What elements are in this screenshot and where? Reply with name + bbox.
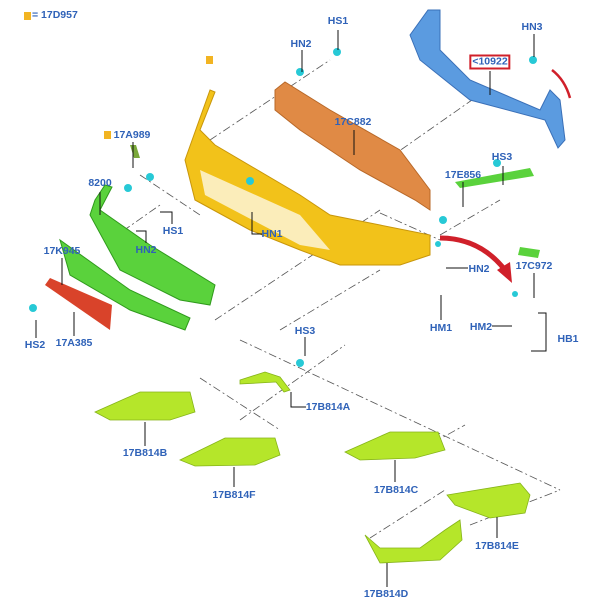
bumper-cover[interactable] (184, 89, 431, 266)
bracket-17A989[interactable] (130, 145, 140, 158)
label-hs3[interactable]: HS3 (294, 325, 316, 337)
trim-17B814C (344, 431, 446, 461)
label-17B814D[interactable]: 17B814D (363, 588, 409, 600)
label-17C972[interactable]: 17C972 (515, 260, 553, 272)
trim-17B814F (179, 437, 281, 467)
label-17B814E[interactable]: 17B814E (475, 540, 519, 552)
label-hs3[interactable]: HS3 (491, 151, 513, 163)
lower-panel[interactable] (45, 278, 112, 330)
label-17A385[interactable]: 17A385 (55, 337, 93, 349)
label-hb1[interactable]: HB1 (557, 333, 579, 345)
label-hs1[interactable]: HS1 (162, 225, 184, 237)
lower-grille[interactable] (59, 238, 191, 331)
energy-absorber[interactable] (274, 81, 431, 211)
label-hs1[interactable]: HS1 (327, 15, 349, 27)
label-10922[interactable]: <10922 (469, 54, 511, 70)
label-hn2[interactable]: HN2 (290, 38, 312, 50)
label-hn3[interactable]: HN3 (521, 21, 543, 33)
leader-lines (35, 30, 547, 587)
trim-17B814B (94, 391, 196, 421)
label-17K945[interactable]: 17K945 (43, 245, 81, 257)
label-17B814F[interactable]: 17B814F (212, 489, 256, 501)
legend-marker (104, 131, 111, 139)
label-17B814C[interactable]: 17B814C (373, 484, 419, 496)
bumper-reinforcement-beam[interactable] (409, 9, 566, 149)
label-hm1[interactable]: HM1 (429, 322, 453, 334)
label-hn1[interactable]: HN1 (261, 228, 283, 240)
label-hn2[interactable]: HN2 (135, 244, 157, 256)
legend-marker (24, 12, 31, 20)
arrow-head-icon (497, 262, 512, 283)
label-17B814B[interactable]: 17B814B (122, 447, 168, 459)
label-8200[interactable]: 8200 (88, 177, 112, 189)
arrow-icon (551, 69, 572, 99)
bracket-17C972[interactable] (518, 247, 540, 258)
bracket-17E856[interactable] (455, 168, 534, 188)
label-17E856[interactable]: 17E856 (444, 169, 482, 181)
trim-parts (94, 371, 531, 564)
arrow-icon (439, 235, 507, 272)
trim-17B814E (446, 482, 531, 519)
label-hs2[interactable]: HS2 (24, 339, 46, 351)
trim-17B814D (364, 519, 463, 564)
legend-marker (206, 56, 213, 64)
label-17B814A[interactable]: 17B814A (305, 401, 351, 413)
label-hn2[interactable]: HN2 (468, 263, 490, 275)
upper-grille[interactable] (89, 184, 216, 306)
label-hm2[interactable]: HM2 (469, 321, 493, 333)
label-17A989[interactable]: 17A989 (113, 129, 151, 141)
legend-text: = 17D957 (32, 9, 78, 21)
trim-17B814A (239, 371, 291, 393)
label-17C882[interactable]: 17C882 (334, 116, 372, 128)
